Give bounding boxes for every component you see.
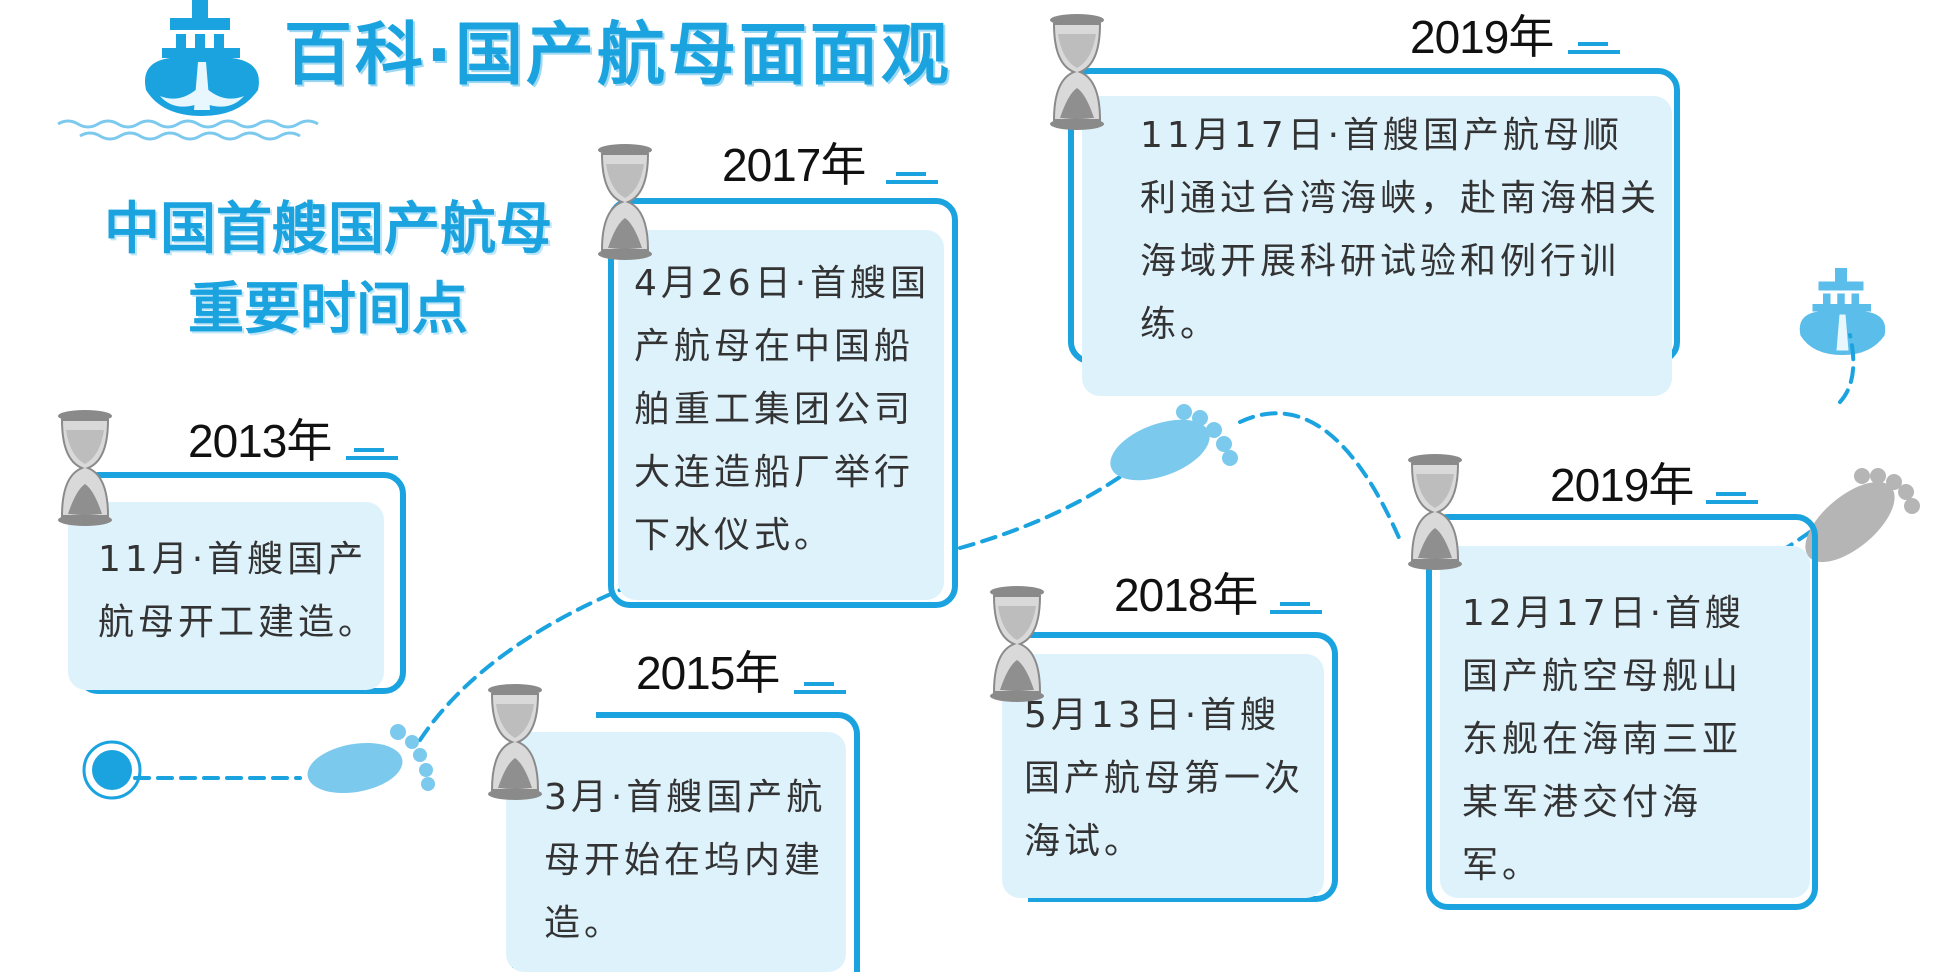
timeline-event-2018: 2018年 5月13日·首艘国产航母第一次海试。 bbox=[988, 568, 1368, 918]
footprint-icon bbox=[307, 724, 435, 794]
footprint-icon bbox=[1805, 468, 1920, 563]
hourglass-icon bbox=[488, 684, 542, 800]
hourglass-icon bbox=[990, 586, 1044, 702]
year-underline bbox=[896, 172, 926, 176]
event-text: 4月26日·首艘国产航母在中国船舶重工集团公司大连造船厂举行下水仪式。 bbox=[634, 263, 931, 556]
year-underline bbox=[354, 448, 384, 452]
timeline-event-2015: 2015年 3月·首艘国产航母开始在坞内建造。 bbox=[486, 636, 886, 972]
start-dot-icon bbox=[82, 740, 142, 800]
page-title: 百科·国产航母面面观 bbox=[284, 16, 952, 95]
year-underline bbox=[346, 456, 398, 460]
event-year: 2019年 bbox=[1550, 459, 1694, 511]
year-underline bbox=[794, 690, 846, 694]
hourglass-icon bbox=[1408, 454, 1462, 570]
subtitle: 中国首艘国产航母 重要时间点 bbox=[88, 190, 568, 350]
year-underline bbox=[1280, 602, 1310, 606]
event-year: 2013年 bbox=[188, 415, 332, 467]
hourglass-icon bbox=[58, 410, 112, 526]
event-year: 2018年 bbox=[1114, 569, 1258, 621]
ship-icon bbox=[1799, 268, 1886, 355]
timeline-event-2019-december: 2019年 12月17日·首艘国产航空母舰山东舰在海南三亚某军港交付海军。 bbox=[1406, 454, 1826, 924]
event-text: 11月17日·首艘国产航母顺利通过台湾海峡，赴南海相关海域开展科研试验和例行训练… bbox=[1140, 115, 1661, 345]
event-year: 2019年 bbox=[1410, 11, 1554, 63]
year-underline bbox=[1706, 500, 1758, 504]
event-text: 12月17日·首艘国产航空母舰山东舰在海南三亚某军港交付海军。 bbox=[1462, 593, 1746, 886]
hourglass-icon bbox=[598, 144, 652, 260]
footprint-icon bbox=[1110, 404, 1238, 481]
timeline-event-2017: 2017年 4月26日·首艘国产航母在中国船舶重工集团公司大连造船厂举行下水仪式… bbox=[596, 140, 976, 620]
dashed-path bbox=[110, 333, 1882, 780]
water-waves-icon bbox=[57, 119, 319, 141]
timeline-event-2013: 2013年 11月·首艘国产航母开工建造。 bbox=[56, 410, 436, 710]
year-underline bbox=[886, 180, 938, 184]
event-text: 11月·首艘国产航母开工建造。 bbox=[98, 539, 379, 643]
event-year: 2015年 bbox=[636, 647, 780, 699]
year-underline bbox=[1568, 50, 1620, 54]
event-text: 3月·首艘国产航母开始在坞内建造。 bbox=[544, 777, 827, 944]
year-underline bbox=[1270, 610, 1322, 614]
event-text: 5月13日·首艘国产航母第一次海试。 bbox=[1024, 695, 1305, 862]
year-underline bbox=[804, 682, 834, 686]
year-underline bbox=[1578, 42, 1608, 46]
hourglass-icon bbox=[1050, 14, 1104, 130]
subtitle-line-2: 重要时间点 bbox=[188, 277, 468, 342]
event-year: 2017年 bbox=[722, 139, 866, 191]
timeline-event-2019-november: 2019年 11月17日·首艘国产航母顺利通过台湾海峡，赴南海相关海域开展科研试… bbox=[1048, 8, 1688, 408]
year-underline bbox=[1716, 492, 1746, 496]
ship-icon bbox=[145, 0, 259, 116]
subtitle-line-1: 中国首艘国产航母 bbox=[104, 197, 552, 262]
